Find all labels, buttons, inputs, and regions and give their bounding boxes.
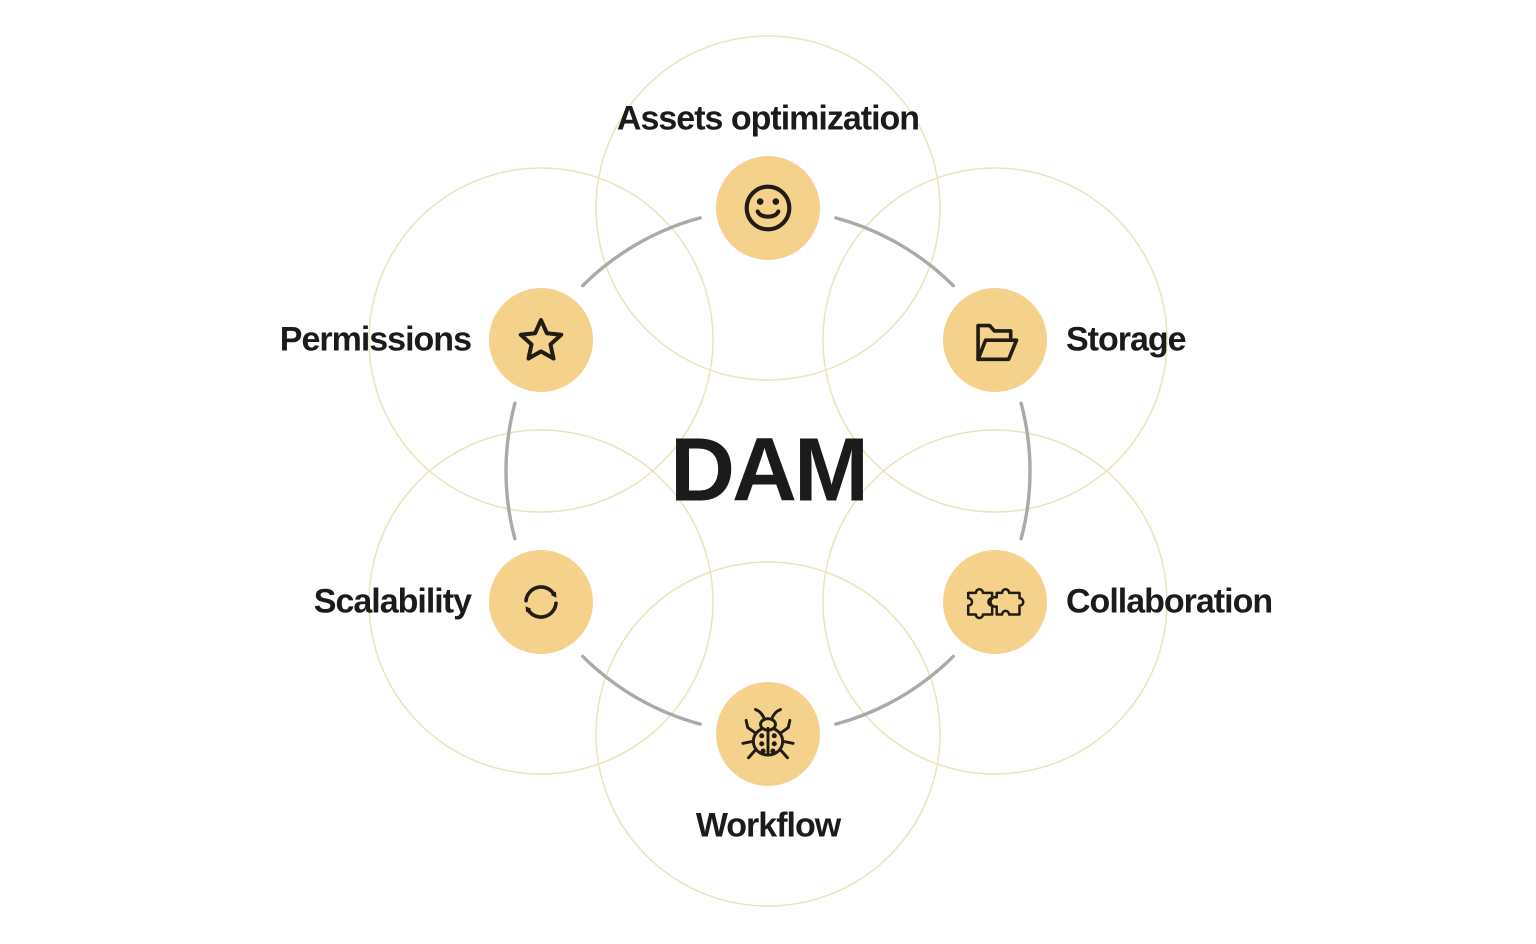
- icon-bubble: [716, 156, 820, 260]
- halo-circle: [822, 167, 1168, 513]
- diagram-title: DAM: [670, 420, 869, 521]
- star-icon: [518, 318, 564, 361]
- icon-bubble: [489, 550, 593, 654]
- connector-arc: [581, 216, 702, 288]
- connector-arc: [581, 654, 702, 726]
- icon-bubble: [943, 288, 1047, 392]
- connector-arc: [504, 401, 517, 541]
- node-label: Storage: [1066, 320, 1187, 359]
- halo-circle: [368, 167, 714, 513]
- smiley-face-icon: [744, 184, 792, 232]
- connector-arc: [834, 654, 955, 726]
- halo-circle: [368, 429, 714, 775]
- sync-arrows-icon: [524, 585, 558, 619]
- open-folder-icon: [976, 323, 1019, 362]
- node-label: Scalability: [313, 582, 472, 621]
- halo-circle: [595, 35, 941, 381]
- icon-bubble: [943, 550, 1047, 654]
- icon-bubble: [716, 682, 820, 786]
- puzzle-pieces-icon: [966, 587, 1025, 619]
- halo-circle: [822, 429, 1168, 775]
- node-label: Collaboration: [1066, 582, 1273, 621]
- halo-circle: [595, 561, 941, 907]
- node-label: Workflow: [695, 806, 841, 845]
- node-label: Permissions: [279, 320, 472, 359]
- connector-arc: [834, 216, 955, 288]
- ladybug-icon: [741, 708, 795, 760]
- node-label: Assets optimization: [616, 99, 920, 138]
- connector-arc: [1019, 401, 1032, 541]
- icon-bubble: [489, 288, 593, 392]
